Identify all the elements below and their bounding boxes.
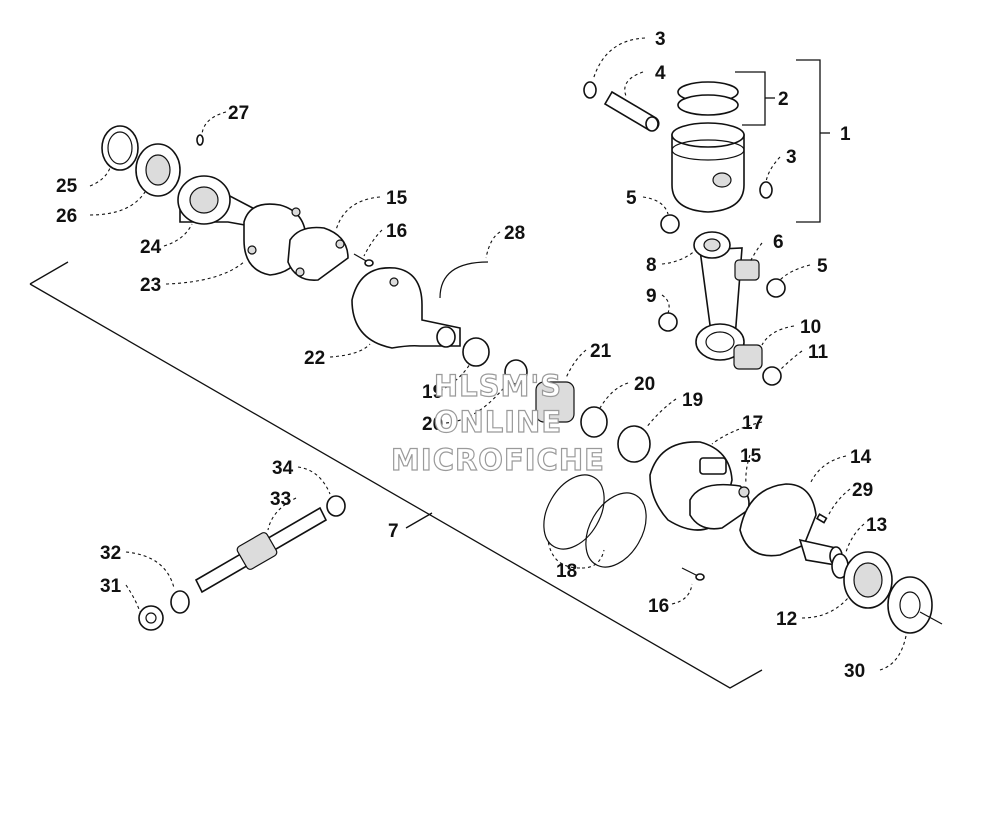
bolt-lower bbox=[681, 567, 705, 581]
circlip-right bbox=[759, 181, 773, 199]
callout-7: 7 bbox=[388, 521, 399, 542]
callout-22: 22 bbox=[304, 348, 325, 369]
shim-20-right bbox=[580, 406, 608, 438]
key-pin bbox=[196, 134, 204, 146]
shim-20-left bbox=[504, 359, 528, 385]
crankshaft-assembly-bracket bbox=[29, 261, 763, 689]
crankshaft-half-right bbox=[739, 483, 843, 566]
callout-27: 27 bbox=[228, 103, 249, 124]
callout-5-left: 5 bbox=[626, 188, 637, 209]
thrust-washer-top-left bbox=[660, 214, 680, 234]
callout-1: 1 bbox=[840, 124, 851, 145]
callout-20-left: 20 bbox=[422, 414, 443, 435]
center-needle-bearing bbox=[535, 381, 575, 423]
watermark-line-1: HLSM'S bbox=[434, 369, 562, 403]
small-end-needle-bearing bbox=[734, 259, 760, 281]
callout-23: 23 bbox=[140, 275, 161, 296]
circlip-18-left bbox=[543, 474, 605, 550]
callout-2: 2 bbox=[778, 89, 789, 110]
callout-14: 14 bbox=[850, 447, 872, 468]
circlip-upper bbox=[583, 81, 597, 99]
callout-15-lower: 15 bbox=[740, 446, 762, 467]
piston bbox=[671, 81, 745, 213]
thrust-washer-top-right bbox=[766, 278, 786, 298]
watermark: HLSM'S ONLINE MICROFICHE bbox=[390, 368, 605, 477]
callout-16-upper: 16 bbox=[386, 221, 407, 242]
counterweight-plate-upper bbox=[287, 226, 349, 281]
connecting-rod bbox=[693, 231, 745, 361]
callout-29: 29 bbox=[852, 480, 873, 501]
bushing-32 bbox=[170, 590, 190, 614]
bolt-upper bbox=[353, 253, 374, 267]
callout-25: 25 bbox=[56, 176, 78, 197]
counterweight-plate-lower bbox=[689, 483, 750, 530]
circlip-large bbox=[439, 261, 489, 299]
nut-31 bbox=[138, 605, 164, 631]
thrust-washer-bottom bbox=[762, 366, 782, 386]
callout-33: 33 bbox=[270, 489, 291, 510]
callout-19-right: 19 bbox=[682, 390, 703, 411]
callout-4: 4 bbox=[655, 63, 666, 84]
callout-24: 24 bbox=[140, 237, 162, 258]
piston-group-brackets bbox=[735, 59, 830, 223]
callout-32: 32 bbox=[100, 543, 121, 564]
pump-shaft bbox=[194, 506, 328, 594]
circlip-18-right bbox=[585, 492, 647, 568]
callout-labels: 1 2 3 3 4 5 5 6 7 8 9 10 11 12 13 14 15 … bbox=[56, 29, 887, 682]
thrust-washer-lower bbox=[658, 312, 678, 332]
callout-6: 6 bbox=[773, 232, 784, 253]
callout-31: 31 bbox=[100, 576, 122, 597]
callout-8: 8 bbox=[646, 255, 657, 276]
callout-28: 28 bbox=[504, 223, 525, 244]
callout-19-left: 19 bbox=[422, 382, 443, 403]
washer-34 bbox=[326, 495, 346, 517]
big-end-needle-bearing bbox=[733, 344, 763, 370]
shim-19-right bbox=[617, 425, 651, 463]
shim-19-left bbox=[462, 337, 490, 367]
callout-9: 9 bbox=[646, 286, 657, 307]
callout-15-upper: 15 bbox=[386, 188, 408, 209]
callout-10: 10 bbox=[800, 317, 821, 338]
callout-17: 17 bbox=[742, 413, 763, 434]
woodruff-key bbox=[815, 513, 828, 524]
watermark-line-2: ONLINE bbox=[434, 405, 562, 439]
callout-26: 26 bbox=[56, 206, 77, 227]
watermark-line-3: MICROFICHE bbox=[391, 443, 605, 477]
callout-21: 21 bbox=[590, 341, 612, 362]
callout-34: 34 bbox=[272, 458, 294, 479]
callout-30: 30 bbox=[844, 661, 865, 682]
oil-seal-right bbox=[887, 576, 943, 634]
callout-13: 13 bbox=[866, 515, 887, 536]
callout-11: 11 bbox=[808, 342, 829, 363]
callout-12: 12 bbox=[776, 609, 797, 630]
callout-5-right: 5 bbox=[817, 256, 828, 277]
leader-lines bbox=[89, 37, 907, 671]
bearing-right bbox=[843, 551, 893, 609]
callout-16-lower: 16 bbox=[648, 596, 669, 617]
callout-3-right: 3 bbox=[786, 147, 797, 168]
wrist-pin bbox=[603, 90, 660, 132]
crank-web bbox=[351, 267, 461, 349]
crankshaft-half-left bbox=[177, 175, 307, 276]
callout-20-right: 20 bbox=[634, 374, 655, 395]
callout-3-top: 3 bbox=[655, 29, 666, 50]
callout-18: 18 bbox=[556, 561, 577, 582]
